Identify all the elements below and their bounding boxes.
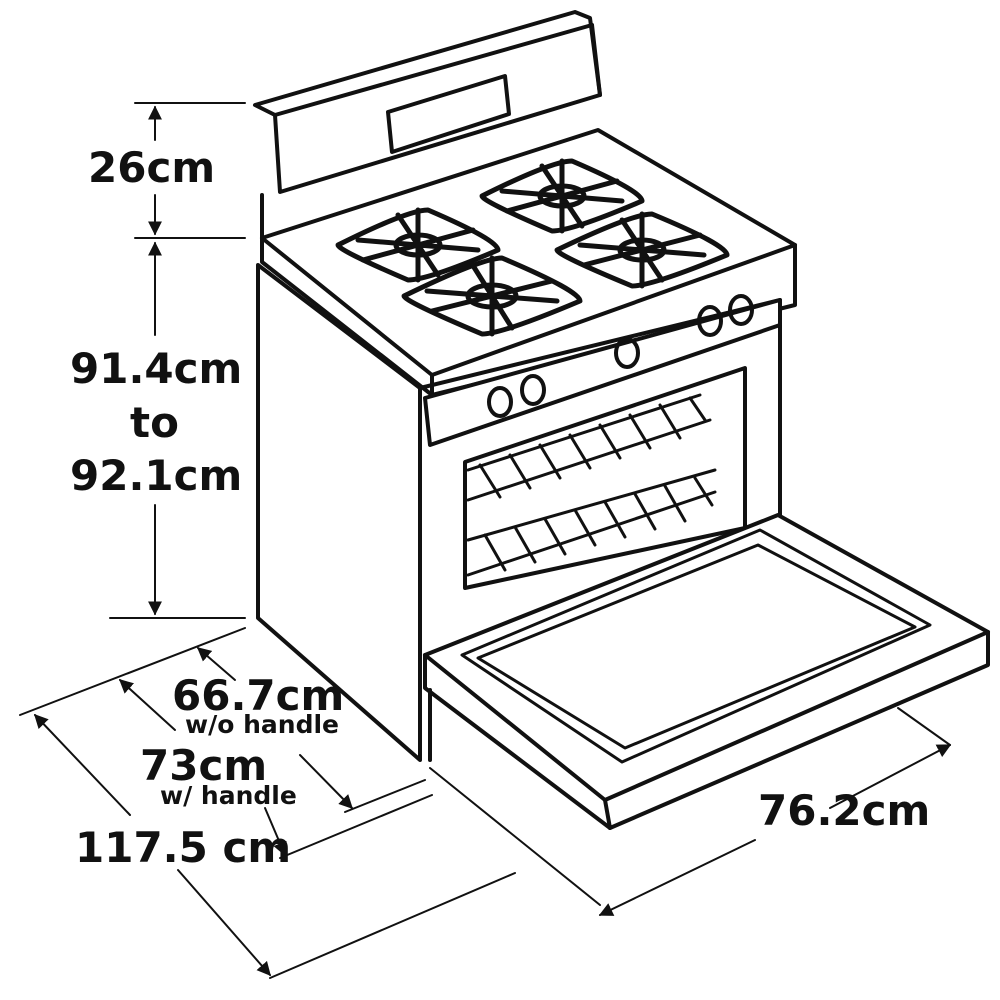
body-height-min-label: 91.4cm (70, 344, 243, 393)
body-height-max-label: 92.1cm (70, 451, 243, 500)
burner-front-left (401, 255, 583, 337)
control-panel (423, 298, 782, 447)
depth-without-handle-note: w/o handle (185, 710, 339, 739)
burner-grates (335, 158, 730, 337)
dimension-lines (19, 102, 952, 979)
burner-back-left (335, 207, 501, 283)
range-body (256, 263, 782, 762)
depth-without-handle-label: 66.7cm (172, 671, 345, 720)
depth-door-open-label: 117.5 cm (75, 823, 292, 872)
depth-with-handle-label: 73cm (140, 741, 268, 790)
oven-door-open (423, 513, 990, 830)
oven-racks (466, 393, 717, 577)
burner-front-right (554, 211, 730, 289)
depth-with-handle-note: w/ handle (160, 781, 297, 810)
display-window (386, 74, 511, 154)
width-label: 76.2cm (758, 786, 931, 835)
body-height-joiner-label: to (130, 398, 179, 447)
burner-back-right (479, 158, 645, 234)
control-knobs (487, 294, 754, 418)
backguard-height-label: 26cm (88, 143, 216, 192)
backguard (253, 10, 602, 194)
